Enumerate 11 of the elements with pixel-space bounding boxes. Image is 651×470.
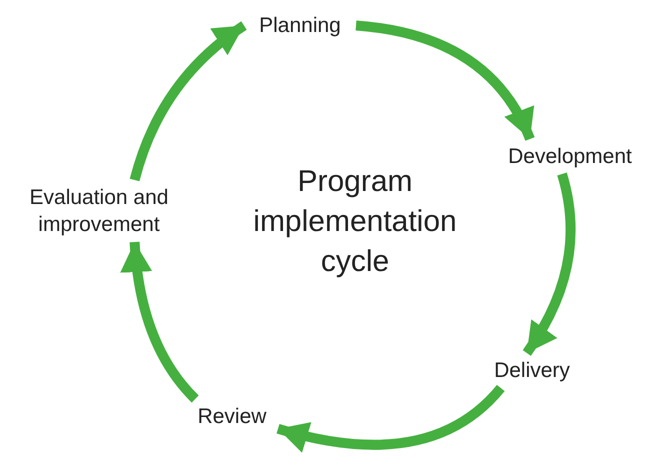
cycle-arrow — [120, 242, 199, 402]
cycle-arrow — [276, 384, 504, 452]
cycle-arrow — [355, 20, 535, 142]
stage-label: Review — [186, 399, 278, 434]
cycle-arrow — [130, 21, 247, 182]
stage-label: Development — [490, 139, 650, 174]
stage-label: Delivery — [480, 353, 584, 388]
cycle-arrow — [522, 172, 576, 356]
stage-label: Planning — [244, 8, 356, 43]
diagram-title: Program implementation cycle — [252, 164, 458, 280]
stage-label: Evaluation and improvement — [10, 180, 188, 242]
